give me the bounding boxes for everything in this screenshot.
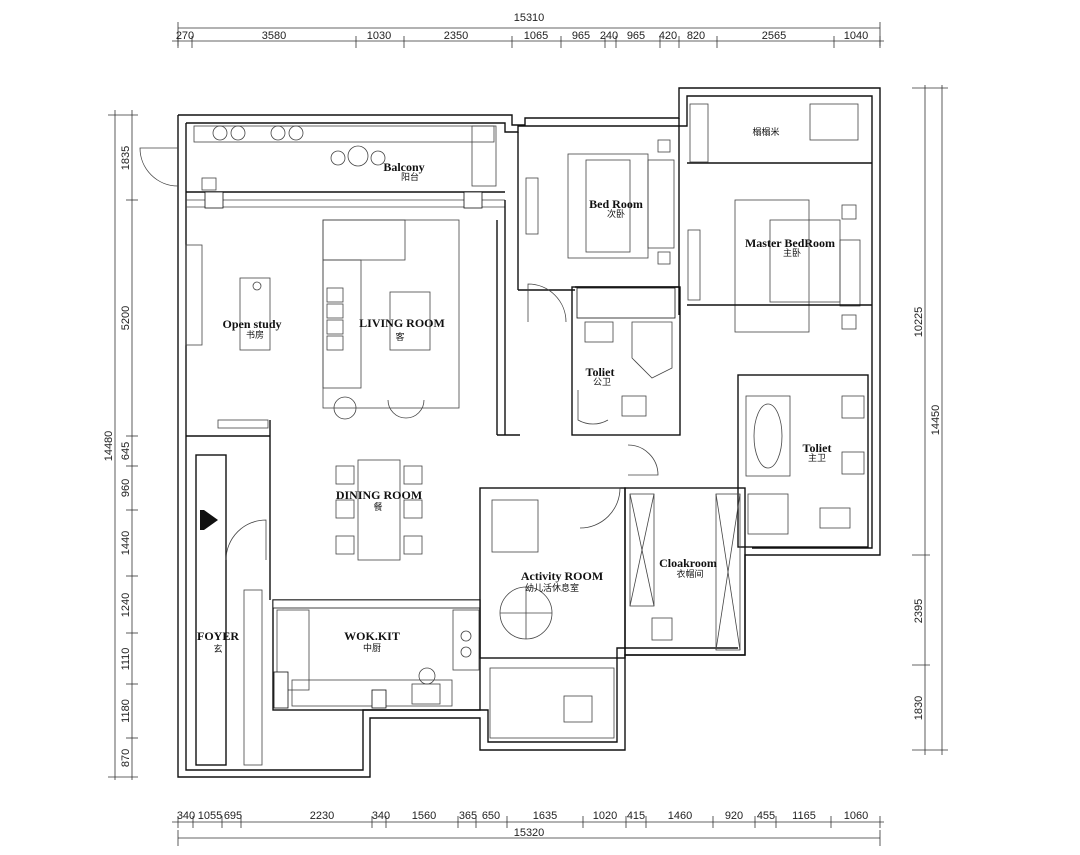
left-dim: 1835 [120, 146, 132, 170]
top-dim: 420 [659, 30, 677, 42]
dining-area: DINING ROOM 餐 [335, 459, 423, 561]
left-dim: 1440 [120, 531, 132, 555]
living-area: Open study 书房 LIVING ROOM 客 [185, 200, 520, 436]
bottom-dim: 340 [372, 810, 390, 822]
balcony-label: Balcony [383, 160, 424, 174]
bottom-dim: 650 [482, 810, 500, 822]
right-total-dim: 14450 [930, 405, 942, 436]
master-bedroom-label-cn: 主卧 [783, 247, 801, 259]
bottom-dim: 1060 [844, 810, 868, 822]
foyer: FOYER 玄 [186, 420, 271, 766]
kitchen-label-cn: 中厨 [363, 642, 381, 654]
bed-room-label: Bed Room [589, 197, 643, 211]
bed-room-label-cn: 次卧 [607, 208, 625, 220]
bottom-dim: 365 [459, 810, 477, 822]
top-dimension-chain: 15310 270 3580 1030 2350 1065 965 240 96… [172, 12, 884, 48]
foyer-label-cn: 玄 [213, 643, 222, 655]
right-dim: 1830 [913, 696, 925, 720]
master-bedroom-label: Master BedRoom [745, 236, 835, 250]
toilet-label-cn: 公卫 [593, 377, 611, 388]
left-dim: 1240 [120, 593, 132, 617]
bottom-dim: 455 [757, 810, 775, 822]
activity-room-label: Activity ROOM [521, 569, 603, 583]
bottom-dim: 2230 [310, 810, 334, 822]
balcony: Balcony 阳台 [139, 125, 505, 209]
balcony-label-cn: 阳台 [401, 171, 419, 183]
bottom-total-dim: 15320 [514, 827, 545, 839]
left-dim: 5200 [120, 306, 132, 330]
toilet-label: Toliet [586, 365, 615, 379]
left-dim: 1180 [120, 699, 132, 723]
dining-room-label-cn: 餐 [373, 501, 382, 513]
kitchen-label: WOK.KIT [344, 629, 400, 643]
master-toilet: Toliet 主卫 [737, 374, 869, 548]
top-dim: 1030 [367, 30, 391, 42]
public-toilet: Toliet 公卫 [571, 286, 681, 436]
top-dim: 3580 [262, 30, 286, 42]
left-total-dim: 14480 [103, 431, 115, 462]
top-dim: 820 [687, 30, 705, 42]
top-dim: 2565 [762, 30, 786, 42]
bottom-dim: 415 [627, 810, 645, 822]
right-dimension-chain: 10225 14450 2395 1830 [912, 85, 948, 755]
top-dim: 240 [600, 30, 618, 42]
top-dim: 965 [627, 30, 645, 42]
bottom-dim: 1020 [593, 810, 617, 822]
master-toilet-label: Toliet [803, 441, 832, 455]
foyer-label: FOYER [197, 629, 239, 643]
activity-room: Activity ROOM 幼儿活休息室 [479, 487, 626, 739]
bottom-dim: 920 [725, 810, 743, 822]
left-dim: 870 [120, 749, 132, 767]
exterior-walls [177, 87, 881, 778]
living-room-label: LIVING ROOM [359, 316, 445, 330]
top-dim: 965 [572, 30, 590, 42]
living-room-label-cn: 客 [395, 331, 404, 343]
left-dim: 1110 [120, 648, 132, 671]
bottom-dim: 1055 [198, 810, 222, 822]
open-study-label: Open study [222, 317, 281, 331]
bottom-dim: 340 [177, 810, 195, 822]
top-dim: 1065 [524, 30, 548, 42]
cloakroom: Cloakroom 衣帽间 [624, 444, 746, 656]
left-dim: 645 [120, 442, 132, 460]
tatami-label: 榻榻米 [752, 126, 779, 138]
bottom-dim: 1635 [533, 810, 557, 822]
top-total-dim: 15310 [514, 12, 545, 24]
right-dim: 2395 [913, 599, 925, 623]
right-dim-a: 10225 [913, 307, 925, 338]
open-study-label-cn: 书房 [246, 329, 264, 341]
bottom-dimension-chain: 340 1055 695 2230 340 1560 365 650 1635 … [172, 810, 884, 846]
bottom-dim: 1560 [412, 810, 436, 822]
kitchen: WOK.KIT 中厨 [272, 599, 481, 711]
top-dim: 270 [176, 30, 194, 42]
master-toilet-label-cn: 主卫 [808, 452, 826, 464]
left-dimension-chain: 14480 1835 5200 645 960 1440 1240 1110 1… [103, 110, 138, 780]
master-suite: 榻榻米 Master BedRoom 主卧 [687, 103, 872, 333]
cloakroom-label: Cloakroom [659, 556, 717, 570]
bottom-dim: 1165 [792, 810, 816, 822]
cloakroom-label-cn: 衣帽间 [676, 568, 703, 580]
dining-room-label: DINING ROOM [336, 488, 422, 502]
top-dim: 2350 [444, 30, 468, 42]
left-dim: 960 [120, 479, 132, 497]
bottom-dim: 1460 [668, 810, 692, 822]
top-dim: 1040 [844, 30, 868, 42]
bottom-dim: 695 [224, 810, 242, 822]
activity-room-label-cn: 幼儿活休息室 [525, 582, 579, 594]
